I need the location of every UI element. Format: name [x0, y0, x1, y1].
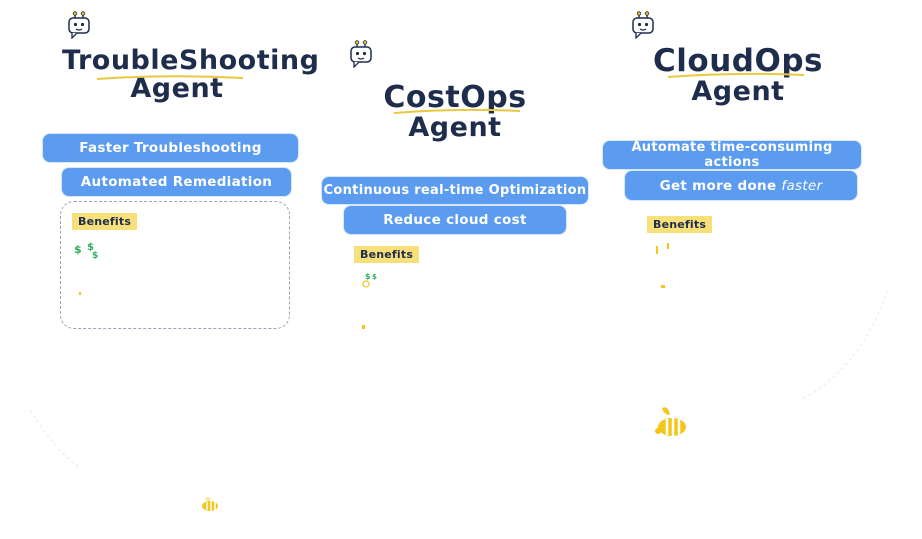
accent-dot [362, 325, 365, 329]
svg-text:$: $ [87, 242, 94, 253]
accent-dot [661, 285, 665, 288]
title-underline [96, 75, 244, 80]
bee-icon [202, 497, 218, 511]
feature-pill: Continuous real-time Optimization [322, 177, 588, 204]
feature-pill: Reduce cloud cost [344, 206, 566, 234]
svg-text:$: $ [74, 243, 82, 256]
accent-dot [79, 292, 81, 295]
benefits-label: Benefits [72, 213, 138, 230]
bee-icon [655, 407, 686, 436]
robot-icon [632, 11, 654, 39]
money-icon: $ $ [362, 272, 377, 288]
feature-pill: Automated Remediation [62, 168, 291, 196]
svg-text:$: $ [365, 272, 371, 281]
money-icon: $ $ $ [74, 242, 98, 260]
title-underline [667, 72, 805, 78]
robot-icon [350, 40, 372, 68]
agent-title: TroubleShooting Agent [62, 45, 320, 105]
benefits-label: Benefits [647, 216, 713, 233]
feature-pill: Automate time-consuming actions [603, 140, 861, 170]
benefits-box [60, 201, 290, 329]
svg-text:$: $ [372, 273, 377, 281]
agent-title: CostOps Agent [383, 80, 527, 143]
title-underline [393, 108, 521, 114]
feature-emphasis: faster [781, 177, 823, 194]
benefits-label: Benefits [354, 246, 420, 263]
feature-pill: Get more done faster [625, 171, 857, 200]
feature-pill: Faster Troubleshooting [43, 134, 298, 162]
robot-icon [68, 11, 90, 39]
accent-mark [667, 243, 669, 249]
accent-mark [656, 246, 658, 254]
feature-text: Get more done [659, 177, 777, 194]
agent-title: CloudOps Agent [653, 43, 823, 107]
svg-text:$: $ [92, 251, 98, 260]
